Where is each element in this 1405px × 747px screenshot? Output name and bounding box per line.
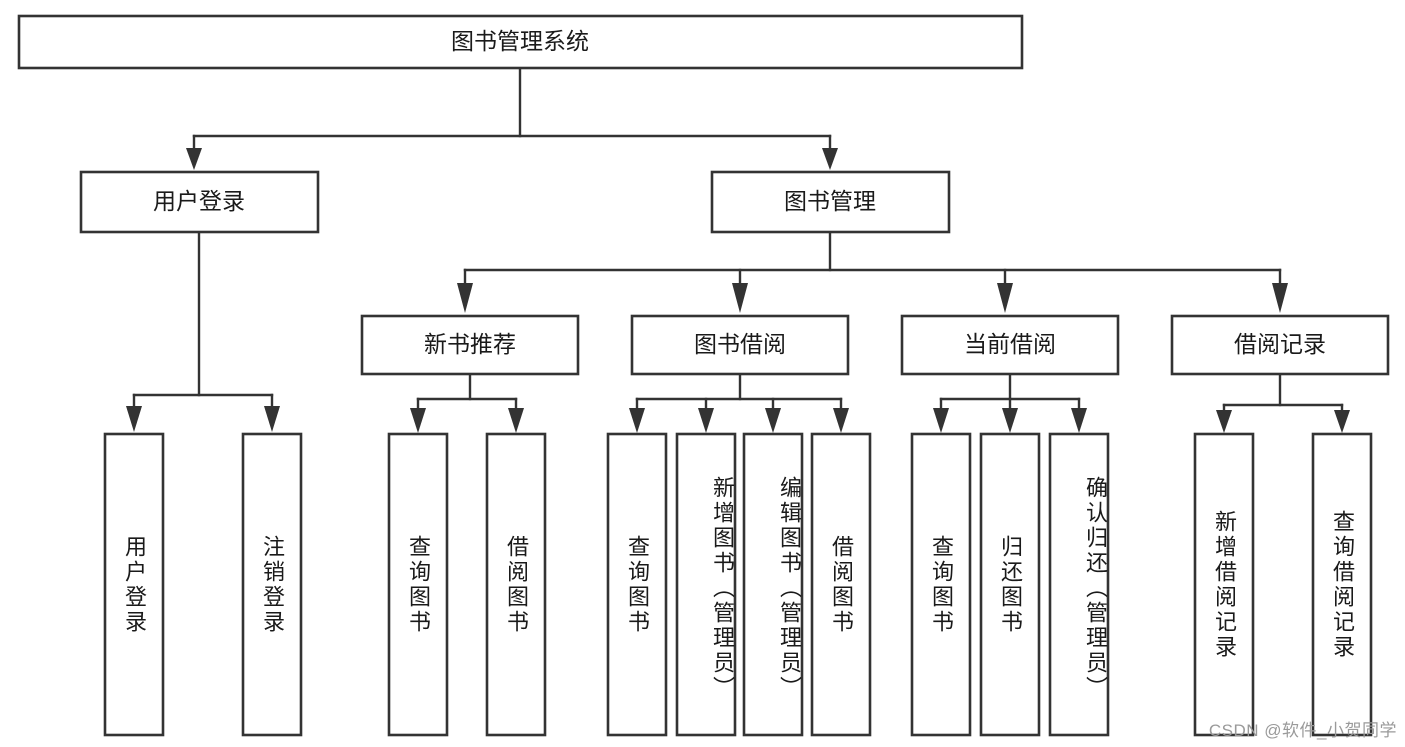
connector-bookmanage-to-level3	[457, 230, 1288, 313]
node-book-borrow[interactable]: 图书借阅	[630, 314, 850, 376]
node-new-book-recommend[interactable]: 新书推荐	[360, 314, 580, 376]
node-borrow-record[interactable]: 借阅记录	[1170, 314, 1390, 376]
leaf-box-confirm-return[interactable]	[1048, 432, 1110, 737]
leaf-box-group-book-borrow	[606, 432, 872, 737]
leaf-box-query-book-1[interactable]	[387, 432, 449, 737]
node-current-borrow-label: 当前借阅	[964, 331, 1056, 357]
leaf-box-borrow-book-2[interactable]	[810, 432, 872, 737]
leaf-box-return-book[interactable]	[979, 432, 1041, 737]
leaf-box-group-current-borrow	[910, 432, 1110, 737]
connector-newbook-to-leaves	[410, 372, 524, 433]
leaf-box-user-logout[interactable]	[241, 432, 303, 737]
node-borrow-record-label: 借阅记录	[1234, 331, 1326, 357]
leaf-box-group-borrow-record	[1193, 432, 1373, 737]
leaf-box-query-book-2[interactable]	[606, 432, 668, 737]
node-root-label: 图书管理系统	[451, 28, 589, 54]
leaf-box-add-record[interactable]	[1193, 432, 1255, 737]
connector-root-to-level2	[186, 66, 838, 170]
node-root[interactable]: 图书管理系统	[17, 14, 1024, 70]
node-user-login[interactable]: 用户登录	[79, 170, 320, 234]
node-user-login-label: 用户登录	[153, 188, 245, 214]
node-current-borrow[interactable]: 当前借阅	[900, 314, 1120, 376]
leaf-box-user-login[interactable]	[103, 432, 165, 737]
connector-bookborrow-to-leaves	[629, 372, 849, 433]
leaf-box-query-book-3[interactable]	[910, 432, 972, 737]
leaf-box-query-record[interactable]	[1311, 432, 1373, 737]
node-book-manage[interactable]: 图书管理	[710, 170, 951, 234]
node-book-borrow-label: 图书借阅	[694, 331, 786, 357]
leaf-box-group-new-book-recommend	[387, 432, 547, 737]
leaf-box-edit-book[interactable]	[742, 432, 804, 737]
leaf-box-add-book[interactable]	[675, 432, 737, 737]
leaf-box-group-user-login	[103, 432, 303, 737]
leaf-box-borrow-book-1[interactable]	[485, 432, 547, 737]
node-book-manage-label: 图书管理	[784, 188, 876, 214]
watermark-text: CSDN @软件_小贺同学	[1208, 721, 1397, 740]
connector-borrowrecord-to-leaves	[1216, 372, 1350, 433]
node-new-book-recommend-label: 新书推荐	[424, 331, 516, 357]
connector-currentborrow-to-leaves	[933, 372, 1087, 433]
connector-userlogin-to-leaves	[126, 230, 280, 432]
